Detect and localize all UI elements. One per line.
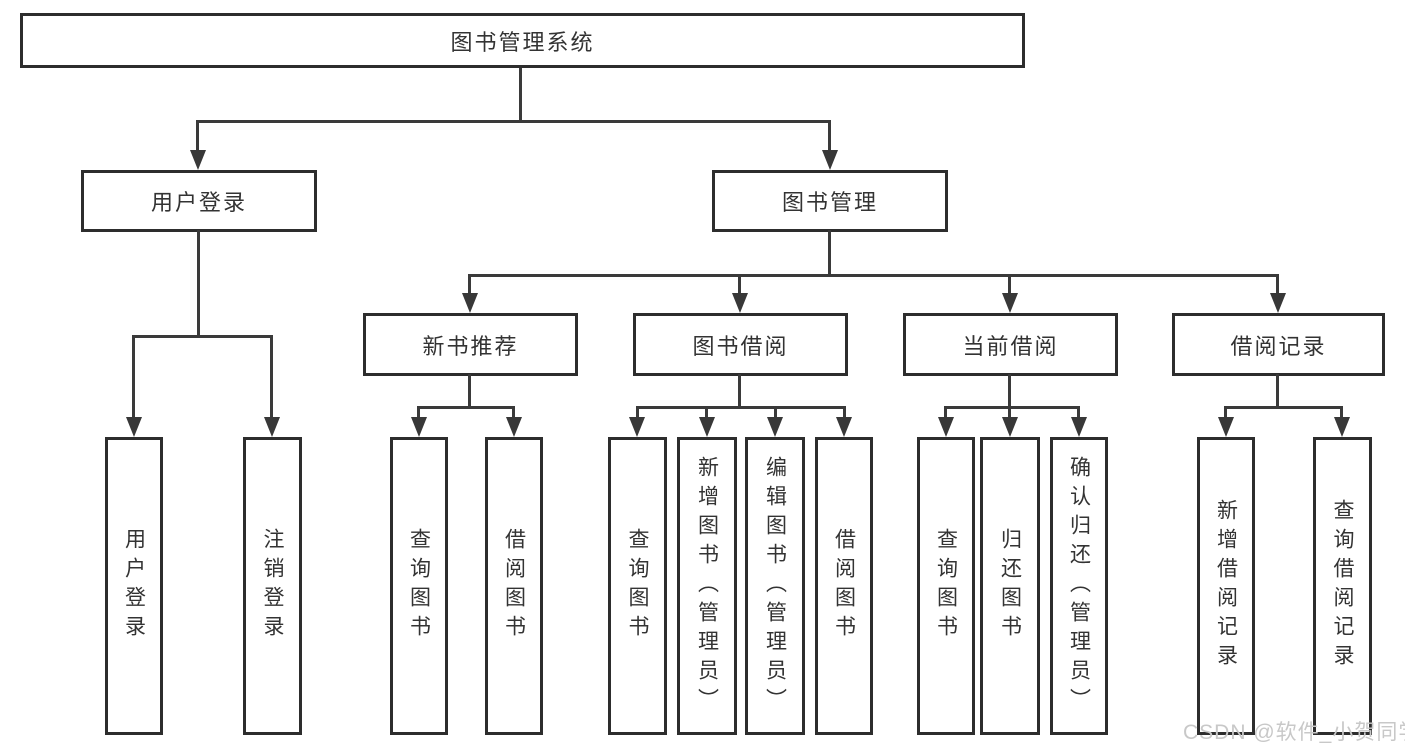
node-book-management-label: 图书管理	[781, 190, 878, 215]
arrowhead-down-icon	[1071, 417, 1087, 437]
leaf-add-borrow-record: 新增借阅记录	[1197, 437, 1255, 735]
leaf-add-borrow-record-label: 新增借阅记录	[1214, 499, 1238, 673]
connector-stub	[1077, 406, 1080, 419]
leaf-borrow-books-recommend: 借阅图书	[485, 437, 543, 735]
leaf-query-books-borrowing: 查询图书	[608, 437, 667, 735]
connector-stub	[636, 406, 639, 419]
connector-stub	[944, 406, 947, 419]
connector-stub	[738, 274, 741, 295]
node-library-system-label: 图书管理系统	[450, 29, 595, 55]
arrowhead-down-icon	[190, 150, 206, 170]
node-user-login-label: 用户登录	[150, 190, 247, 215]
csdn-watermark: CSDN @软件_小贺同学	[1183, 721, 1405, 744]
arrowhead-down-icon	[462, 293, 478, 313]
node-book-borrowing-label: 图书借阅	[692, 333, 789, 359]
leaf-query-books-recommend-label: 查询图书	[407, 528, 431, 644]
arrowhead-down-icon	[732, 293, 748, 313]
leaf-logout: 注销登录	[243, 437, 302, 735]
arrowhead-down-icon	[938, 417, 954, 437]
arrowhead-down-icon	[264, 417, 280, 437]
leaf-confirm-return-admin: 确认归还（管理员）	[1050, 437, 1108, 735]
leaf-query-books-borrowing-label: 查询图书	[626, 528, 649, 644]
node-new-book-recommend-label: 新书推荐	[422, 333, 519, 359]
arrowhead-down-icon	[836, 417, 852, 437]
connector-stem	[1276, 374, 1279, 409]
leaf-add-books-admin: 新增图书（管理员）	[677, 437, 737, 735]
connector-stub	[196, 120, 199, 152]
arrowhead-down-icon	[1002, 293, 1018, 313]
leaf-edit-books-admin-label: 编辑图书（管理员）	[763, 455, 787, 717]
connector-stub	[132, 335, 135, 419]
arrowhead-down-icon	[411, 417, 427, 437]
connector-stub	[1224, 406, 1227, 419]
leaf-user-login: 用户登录	[105, 437, 163, 735]
node-book-management: 图书管理	[712, 170, 948, 232]
arrowhead-down-icon	[1270, 293, 1286, 313]
connector-root-rail	[196, 120, 831, 123]
connector-rail	[636, 406, 846, 409]
leaf-query-books-recommend: 查询图书	[390, 437, 448, 735]
leaf-query-books-current: 查询图书	[917, 437, 975, 735]
leaf-return-books-label: 归还图书	[998, 528, 1022, 644]
leaf-borrow-books-recommend-label: 借阅图书	[502, 528, 526, 644]
leaf-add-books-admin-label: 新增图书（管理员）	[695, 455, 719, 717]
node-current-borrowing-label: 当前借阅	[962, 333, 1059, 359]
leaf-query-borrow-record-label: 查询借阅记录	[1331, 499, 1354, 673]
leaf-query-books-current-label: 查询图书	[934, 528, 958, 644]
leaf-edit-books-admin: 编辑图书（管理员）	[745, 437, 805, 735]
leaf-borrow-books: 借阅图书	[815, 437, 873, 735]
connector-stub	[1008, 406, 1011, 419]
arrowhead-down-icon	[767, 417, 783, 437]
connector-book-mgmt-rail	[468, 274, 1279, 277]
node-borrowing-records: 借阅记录	[1172, 313, 1385, 376]
node-current-borrowing: 当前借阅	[903, 313, 1118, 376]
connector-stub	[828, 120, 831, 152]
connector-stem	[1008, 374, 1011, 409]
connector-root-stem	[519, 68, 522, 123]
connector-rail	[944, 406, 1080, 409]
arrowhead-down-icon	[1002, 417, 1018, 437]
leaf-confirm-return-admin-label: 确认归还（管理员）	[1067, 455, 1091, 717]
node-borrowing-records-label: 借阅记录	[1230, 333, 1327, 359]
node-book-borrowing: 图书借阅	[633, 313, 848, 376]
connector-stub	[468, 274, 471, 295]
connector-book-mgmt-stem	[828, 230, 831, 277]
connector-user-login-stem	[197, 230, 200, 338]
arrowhead-down-icon	[506, 417, 522, 437]
node-new-book-recommend: 新书推荐	[363, 313, 578, 376]
connector-stub	[705, 406, 708, 419]
connector-rail	[1224, 406, 1343, 409]
connector-stub	[843, 406, 846, 419]
connector-user-login-rail	[132, 335, 273, 338]
leaf-return-books: 归还图书	[980, 437, 1040, 735]
leaf-borrow-books-label: 借阅图书	[832, 528, 856, 644]
connector-stub	[270, 335, 273, 419]
arrowhead-down-icon	[1218, 417, 1234, 437]
connector-stub	[1340, 406, 1343, 419]
leaf-user-login-label: 用户登录	[122, 528, 146, 644]
leaf-logout-label: 注销登录	[261, 528, 284, 644]
node-library-system: 图书管理系统	[20, 13, 1025, 68]
arrowhead-down-icon	[822, 150, 838, 170]
connector-stub	[417, 406, 420, 419]
connector-stem	[468, 374, 471, 409]
connector-stub	[512, 406, 515, 419]
node-user-login: 用户登录	[81, 170, 317, 232]
connector-stub	[1008, 274, 1011, 295]
arrowhead-down-icon	[699, 417, 715, 437]
connector-stub	[1276, 274, 1279, 295]
connector-rail	[417, 406, 515, 409]
leaf-query-borrow-record: 查询借阅记录	[1313, 437, 1372, 735]
arrowhead-down-icon	[126, 417, 142, 437]
connector-stem	[738, 374, 741, 409]
arrowhead-down-icon	[629, 417, 645, 437]
arrowhead-down-icon	[1334, 417, 1350, 437]
connector-stub	[774, 406, 777, 419]
